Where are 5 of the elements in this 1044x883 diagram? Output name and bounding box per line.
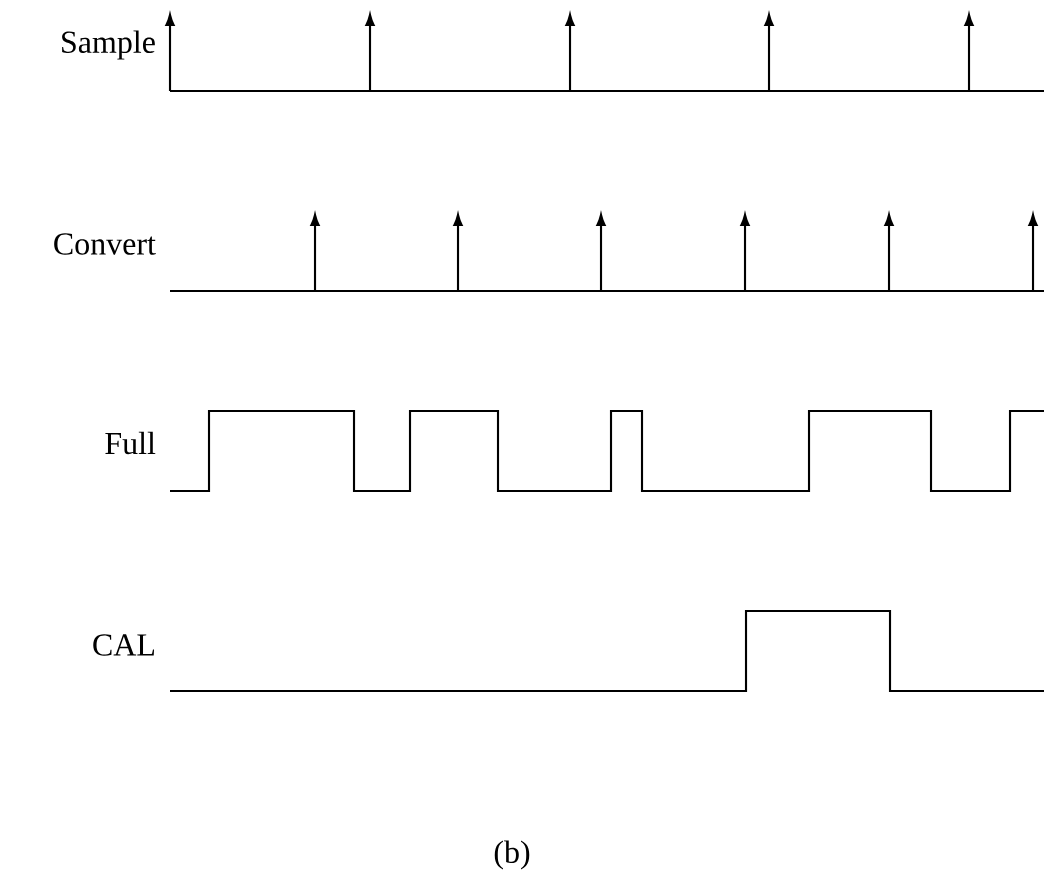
signal-label: Sample — [62, 30, 155, 60]
signal-label: Full — [105, 431, 156, 455]
signal-label: Convert — [54, 233, 156, 255]
signal-label: CAL — [93, 634, 154, 656]
caption: (b) — [494, 840, 530, 870]
